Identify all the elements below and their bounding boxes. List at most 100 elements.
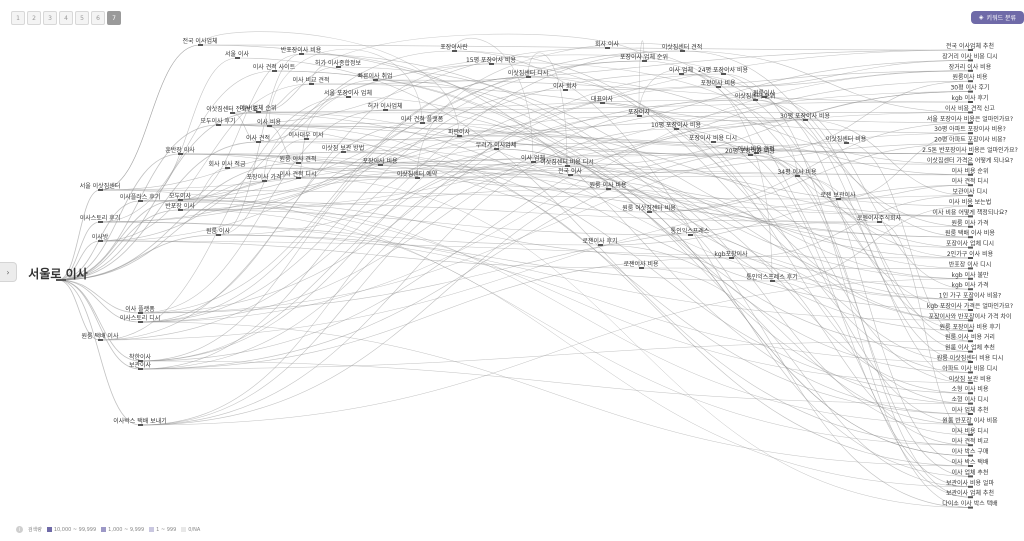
graph-node-label[interactable]: 10평 포장이사 비용 [651,121,702,129]
graph-node-label[interactable]: 원룸 포장이사 비용 후기 [940,323,1001,331]
graph-node-label[interactable]: 이사 견적 사이트 [253,63,296,71]
graph-node-label[interactable]: 소형 이사 비용 [952,385,989,393]
graph-node-label[interactable]: 이사방 [92,233,109,241]
graph-node-label[interactable]: 이사 비용 견적 [738,145,775,153]
graph-node-label[interactable]: 로젠이사 비용 [623,260,659,268]
graph-node-label[interactable]: 원룸 택배 이사 비용 [945,229,995,237]
graph-node-label[interactable]: 30평 이사 후기 [950,84,989,92]
graph-node-label[interactable]: kgb 이사 불만 [952,271,989,279]
graph-node-label[interactable]: 이사스토리 디시 [120,314,161,322]
graph-node-label[interactable]: 1인 가구 포장이사 비용? [939,292,1001,300]
page-button-7[interactable]: 7 [107,11,121,25]
graph-node-label[interactable]: 이삿짐센터 비용 디시 [540,158,594,166]
graph-node-label[interactable]: 이사 비용 순위 [952,167,989,175]
graph-node-label[interactable]: 착한이사 [129,353,152,361]
graph-node-label[interactable]: 전국 이사업체 [182,37,217,45]
graph-node-label[interactable]: 이사 업체 순위 [240,104,277,112]
graph-node-label[interactable]: 원룸 이사 [206,227,230,235]
graph-node-label[interactable]: 이삿짐센터 전화번호 [206,105,258,113]
graph-node-label[interactable]: 원룸이사 비용 [952,73,988,81]
graph-node-label[interactable]: 전국 이사업체 추천 [946,42,994,50]
graph-node-label[interactable]: 15평 포장이사 비용 [466,56,517,64]
graph-node-label[interactable]: 이사 견적 디시 [952,177,989,185]
graph-node-label[interactable]: 이삿짐센터 예약 [397,170,438,178]
graph-node-label[interactable]: 장거리 이사 비용 디시 [942,52,997,60]
graph-node-label[interactable]: 통인익스프레스 [671,227,710,235]
graph-node-label[interactable]: 포장이사란 [440,43,468,51]
graph-node-label[interactable]: kgb 포장이사 가격은 얼마인가요? [927,302,1013,310]
graph-node-label[interactable]: 파란이사 [448,128,471,136]
page-button-5[interactable]: 5 [75,11,89,25]
graph-node-label[interactable]: 로젠이사주식회사 [857,214,902,222]
graph-node-label[interactable]: 이사 업체 추천 [952,406,989,414]
graph-node-label[interactable]: 이삿짐센터 가격은 어떻게 되나요? [927,156,1013,164]
graph-node-label[interactable]: kgb포장이사 [714,250,748,258]
graph-node-label[interactable]: 회사 이사 적금 [209,160,246,168]
graph-node-label[interactable]: 이삿짐 보관 비용 [949,375,992,383]
page-button-6[interactable]: 6 [91,11,105,25]
graph-node-label[interactable]: 포장이사 비용 [700,79,736,87]
graph-node-label[interactable]: 포장이사와 반포장이사 가격 차이 [928,312,1011,320]
graph-node-label[interactable]: 이사 비용 견적 신고 [945,104,995,112]
graph-node-label[interactable]: 이사 비교 견적 [293,76,330,84]
graph-node-label[interactable]: 로젠 보관이사 [820,191,856,199]
graph-node-label[interactable]: 서울 이삿짐센터 [80,182,121,190]
graph-node-label[interactable]: 30평 아파트 포장이사 비용? [934,125,1006,133]
graph-node-label[interactable]: kgb 이사 가격 [952,281,989,289]
graph-node-label[interactable]: 이사 회사 [553,82,577,90]
graph-node-label[interactable]: 허가 이사종합정보 [315,59,362,67]
graph-node-label[interactable]: 반포장 이사 [165,202,195,210]
graph-node-label[interactable]: 이사 박스 택배 [952,458,989,466]
graph-node-label[interactable]: 이사 박스 구매 [952,448,989,456]
graph-node-label[interactable]: 장거리 이사 비용 [949,63,992,71]
graph-node-label[interactable]: 원룸 이삿짐센터 비용 디시 [937,354,1003,362]
graph-node-label[interactable]: 이사플러스 후기 [120,193,161,201]
graph-node-label[interactable]: 포장이사 업체 디시 [946,240,994,248]
graph-node-label[interactable]: 원룸 택배 이사 [82,332,119,340]
graph-node-label[interactable]: 포장이사 가격 [246,173,281,181]
graph-node-label[interactable]: 전국 이사 [558,167,582,175]
graph-node-label[interactable]: 아파트 이사 비용 디시 [942,364,997,372]
graph-node-label[interactable]: 원룸 이삿짐센터 비용 [622,204,676,212]
graph-node-label[interactable]: 30평 포장이사 비용 [780,112,831,120]
graph-node-label[interactable]: 회사 이사 [595,40,619,48]
graph-node-label[interactable]: 원룸 반포장 이사 비용 [942,416,998,424]
graph-node-label[interactable]: 원룸이사 [753,89,776,97]
graph-node-label[interactable]: 보관이사 비용 얼마 [946,479,994,487]
graph-node-label[interactable]: 이사 비용 디시 [952,427,989,435]
graph-node-label[interactable]: 원룸 이사 업체 추천 [945,344,995,352]
graph-node-label[interactable]: 이사 비용 어떻게 책정되나요? [932,208,1007,216]
graph-node-label[interactable]: 서울 포장이사 비용은 얼마인가요? [927,115,1013,123]
graph-node-label[interactable]: 24평 포장이사 비용 [698,66,749,74]
graph-node-label[interactable]: 이사 업체 [669,66,693,74]
graph-node-label[interactable]: 포장이사 [628,108,651,116]
graph-node-label[interactable]: 포장이사 업체 순위 [620,53,668,61]
graph-node-label[interactable]: 보관이사 업체 추천 [946,489,994,497]
graph-node-label[interactable]: 보관이사 디시 [952,188,987,196]
graph-node-label[interactable]: 이사 업체 [521,154,545,162]
graph-node-label[interactable]: 이사스토리 후기 [80,214,121,222]
graph-node-label[interactable]: 이삿짐 보관 방법 [322,144,364,152]
graph-node-label[interactable]: 보관이사 [129,361,152,369]
graph-node-label[interactable]: 20평 아파트 포장이사 비용? [934,136,1006,144]
graph-node-label[interactable]: 이삿짐센터 순위 [735,92,776,100]
graph-node-label[interactable]: 반포장 이사 디시 [949,260,991,268]
graph-node-label[interactable]: 34평 이사 비용 [777,168,817,176]
graph-node-label[interactable]: 로젠이사 후기 [582,237,617,245]
graph-node-label[interactable]: 반포장이사 비용 [281,46,322,54]
graph-node-label[interactable]: 20평 포장이사 비용 [725,147,776,155]
graph-node-label[interactable]: 빠른이사 취업 [357,72,392,80]
graph-node-label[interactable]: 서울로 이사 [28,266,87,281]
page-button-4[interactable]: 4 [59,11,73,25]
graph-node-label[interactable]: 원룸 이사 비용 거리 [945,333,995,341]
graph-node-label[interactable]: 원룸 이사 비용 [590,181,627,189]
graph-node-label[interactable]: 이사 플랫폼 [125,305,155,313]
page-button-2[interactable]: 2 [27,11,41,25]
graph-node-label[interactable]: 대표이사 [591,95,614,103]
graph-node-label[interactable]: 무려가 이사업체 [476,141,517,149]
graph-node-label[interactable]: 이사 견적 [246,134,270,142]
graph-node-label[interactable]: 이사 견적 비교 [952,437,989,445]
graph-node-label[interactable]: 이삿짐센터 비용 [826,135,867,143]
keyword-classify-button[interactable]: ◈ 키워드 분류 [971,11,1024,24]
graph-node-label[interactable]: 모두이사 [169,192,192,200]
